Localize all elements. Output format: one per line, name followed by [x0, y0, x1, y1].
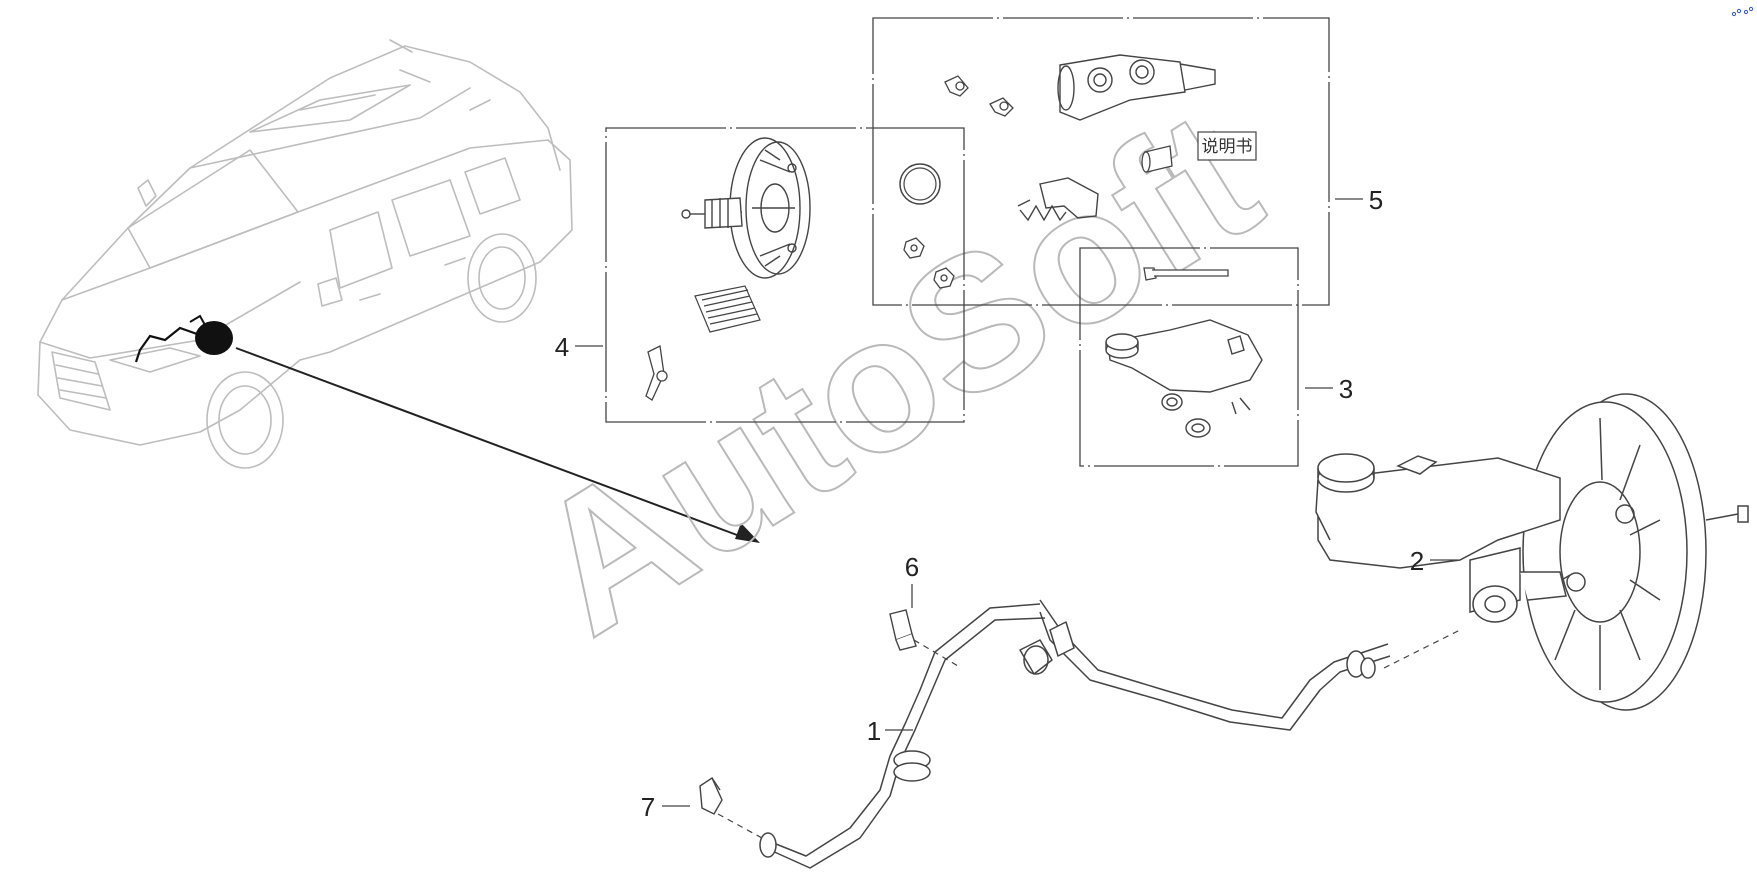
callout-label-4: 4 — [555, 332, 569, 362]
vacuum-hose — [759, 599, 1391, 869]
callout-2: 2 — [1410, 546, 1458, 576]
vehicle-locator-illustration — [37, 39, 573, 469]
callout-label-3: 3 — [1339, 374, 1353, 404]
callout-5: 5 — [1335, 185, 1383, 215]
manual-booklet-label: 说明书 — [1202, 137, 1253, 157]
location-pointer-arrow — [235, 347, 760, 543]
callout-7: 7 — [641, 792, 690, 822]
callout-4: 4 — [555, 332, 603, 362]
kit-box-5: 说明书 — [872, 17, 1330, 306]
master-cylinder-assembly — [1315, 453, 1586, 623]
brake-booster-assembly — [1522, 393, 1749, 711]
hose-clip-7 — [699, 776, 723, 815]
hose-clip-6 — [889, 609, 917, 651]
callout-label-2: 2 — [1410, 546, 1424, 576]
callout-3: 3 — [1305, 374, 1353, 404]
assembly-guide-lines — [717, 629, 1461, 839]
callout-1: 1 — [867, 716, 913, 746]
callout-label-5: 5 — [1369, 185, 1383, 215]
highlighted-booster-location — [134, 314, 233, 363]
manual-booklet — [1197, 131, 1257, 161]
callout-label-1: 1 — [867, 716, 881, 746]
callout-label-6: 6 — [905, 552, 919, 582]
kit-box-3 — [1079, 247, 1299, 467]
reservoir-part — [1105, 319, 1263, 415]
callout-label-7: 7 — [641, 792, 655, 822]
master-cylinder-part — [1057, 54, 1216, 121]
booster-part — [681, 137, 811, 279]
callout-6: 6 — [905, 552, 919, 608]
kit-box-4 — [605, 127, 965, 423]
corner-mark-icon — [1731, 6, 1754, 17]
